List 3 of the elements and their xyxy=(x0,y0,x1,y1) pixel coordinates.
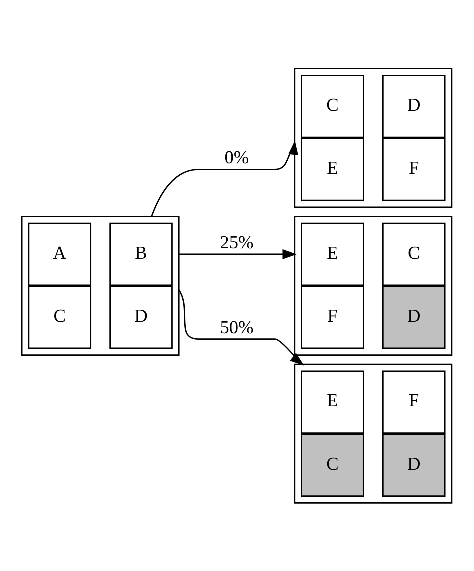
edge-label: 25% xyxy=(220,232,254,252)
edge-label: 50% xyxy=(220,316,254,337)
edge-label: 0% xyxy=(224,147,250,168)
